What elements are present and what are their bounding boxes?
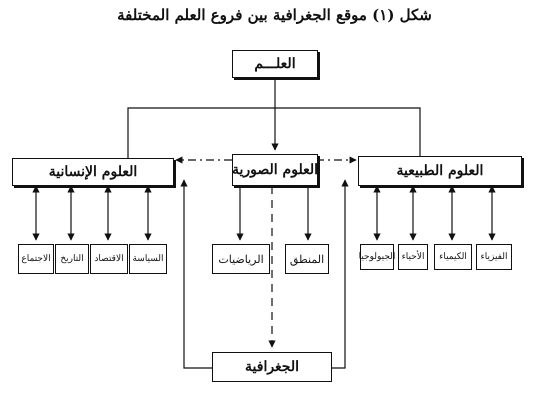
item-mathematics: الرياضيات	[212, 244, 270, 274]
item-politics: السياسة	[129, 244, 167, 274]
science-box: العلـــم	[232, 50, 318, 78]
item-history: التاريخ	[55, 244, 89, 274]
item-chemistry: الكيمياء	[434, 244, 472, 270]
geography-box: الجغرافية	[212, 352, 332, 382]
item-biology: الأحياء	[398, 244, 428, 270]
humanities-box: العلوم الإنسانية	[12, 158, 174, 186]
item-geology: الجيولوجيا	[359, 244, 395, 270]
natural-box: العلوم الطبيعية	[358, 156, 522, 186]
item-logic: المنطق	[285, 244, 329, 274]
formal-box: العلوم الصورية	[232, 154, 318, 186]
item-economics: الاقتصاد	[90, 244, 128, 274]
figure-title: شكل (١) موقع الجغرافية بين فروع العلم ال…	[117, 6, 432, 24]
item-physics: الفيزياء	[476, 244, 512, 270]
item-sociology: الاجتماع	[18, 244, 54, 274]
